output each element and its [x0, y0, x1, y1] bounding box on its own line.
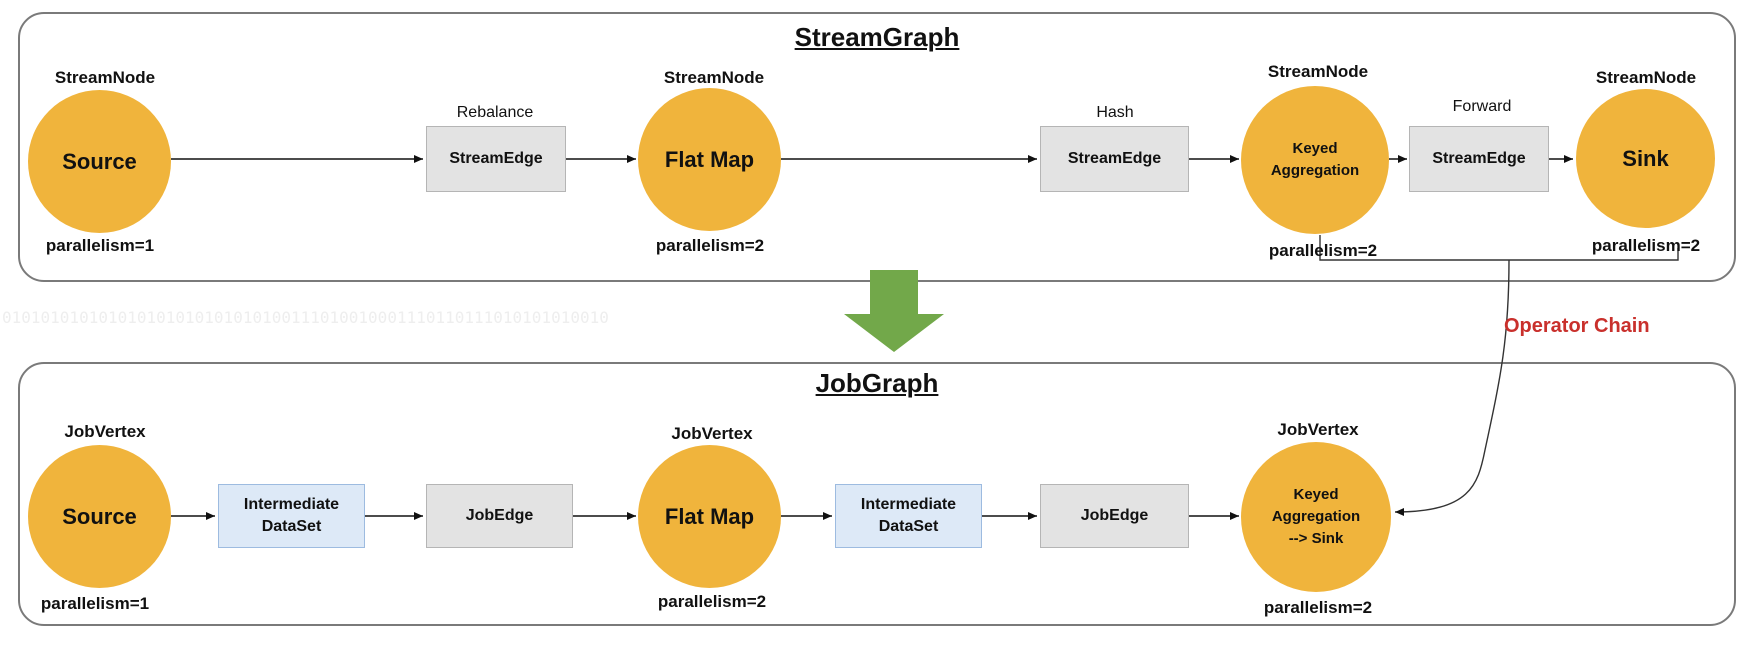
forward-label: Forward — [1452, 98, 1512, 115]
operator-chain-label: Operator Chain — [1504, 315, 1650, 337]
hash-label: Hash — [1096, 104, 1134, 121]
stream-edge-rebalance: StreamEdge — [426, 126, 566, 192]
stream-source-type-label: StreamNode — [54, 68, 156, 87]
stream-sink-parallelism: parallelism=2 — [1591, 236, 1701, 255]
stream-edge-hash: StreamEdge — [1040, 126, 1189, 192]
stream-keyed-node: Keyed Aggregation — [1241, 86, 1389, 234]
job-keyed-sink-type-label: JobVertex — [1277, 420, 1359, 439]
stream-flatmap-type-label: StreamNode — [663, 68, 765, 87]
streamgraph-title: StreamGraph — [794, 22, 960, 52]
stream-edge-forward: StreamEdge — [1409, 126, 1549, 192]
job-flatmap-parallelism: parallelism=2 — [657, 592, 767, 611]
stream-flatmap-node: Flat Map — [638, 88, 781, 231]
job-source-parallelism: parallelism=1 — [40, 594, 150, 613]
job-source-node: Source — [28, 445, 171, 588]
background-watermark: 0101010101010101010101010101001110100100… — [2, 308, 609, 327]
jobgraph-title: JobGraph — [815, 368, 939, 398]
stream-source-parallelism: parallelism=1 — [45, 236, 155, 255]
stream-keyed-type-label: StreamNode — [1267, 62, 1369, 81]
rebalance-label: Rebalance — [456, 104, 534, 121]
operator-chain-curve — [1394, 259, 1510, 516]
stream-keyed-parallelism: parallelism=2 — [1268, 241, 1378, 260]
stream-source-node: Source — [28, 90, 171, 233]
job-edge-2: JobEdge — [1040, 484, 1189, 548]
transform-arrow — [844, 270, 944, 352]
stream-flatmap-parallelism: parallelism=2 — [655, 236, 765, 255]
job-dataset-2: Intermediate DataSet — [835, 484, 982, 548]
job-flatmap-type-label: JobVertex — [671, 424, 753, 443]
job-flatmap-node: Flat Map — [638, 445, 781, 588]
stream-sink-node: Sink — [1576, 89, 1715, 228]
operator-chain-bracket — [1319, 235, 1679, 261]
stream-sink-type-label: StreamNode — [1595, 68, 1697, 87]
job-source-type-label: JobVertex — [64, 422, 146, 441]
job-edge-1: JobEdge — [426, 484, 573, 548]
job-keyed-sink-node: Keyed Aggregation --> Sink — [1241, 442, 1391, 592]
job-dataset-1: Intermediate DataSet — [218, 484, 365, 548]
job-keyed-sink-parallelism: parallelism=2 — [1263, 598, 1373, 617]
